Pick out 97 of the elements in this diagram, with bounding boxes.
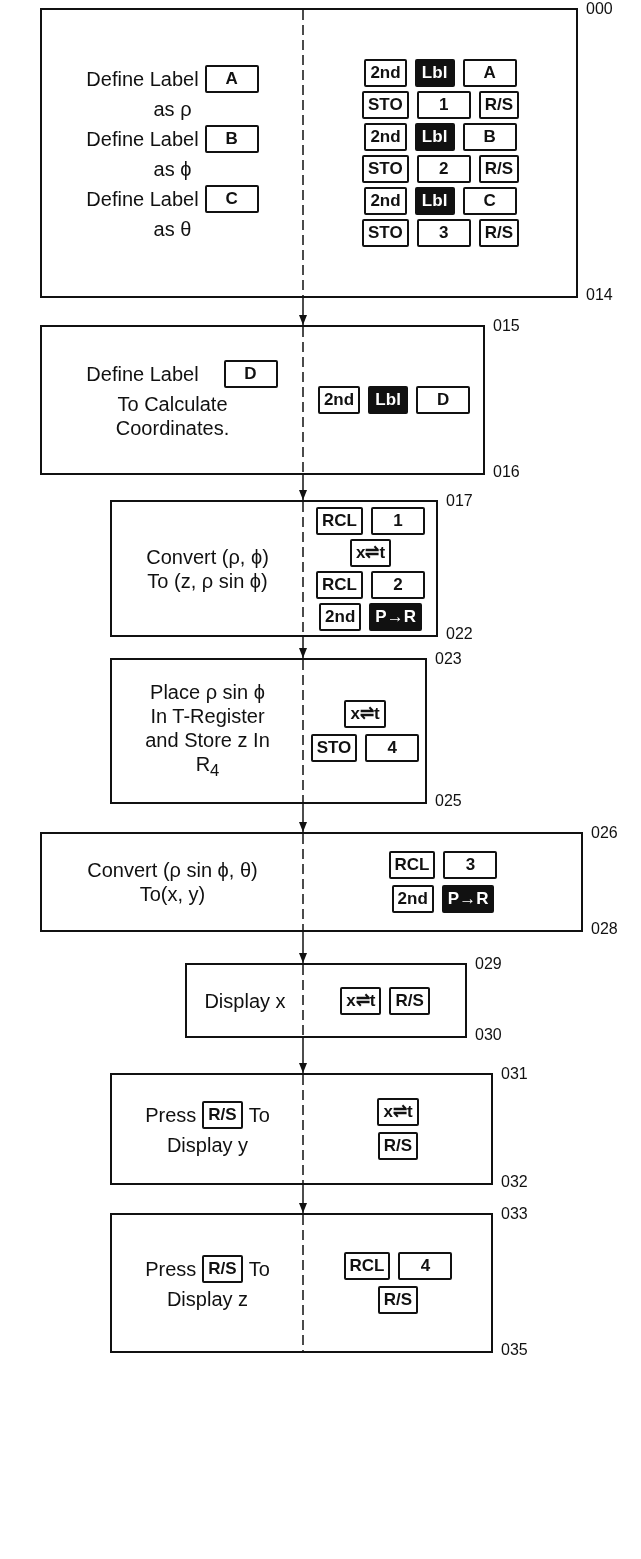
step-description: Display x	[204, 988, 286, 1013]
step-description: Define Label	[86, 67, 199, 91]
step-description: as ρ	[153, 97, 192, 121]
step-number: 025	[435, 792, 462, 810]
calculator-key: RCL	[343, 1252, 391, 1280]
step-number: 000	[586, 0, 613, 18]
calculator-key: C	[462, 187, 517, 215]
calculator-key: 2	[370, 570, 425, 599]
step-number: 016	[493, 463, 520, 481]
calculator-key: x⇌t	[340, 986, 382, 1015]
arrow	[299, 803, 307, 833]
calculator-key: STO	[362, 91, 409, 119]
calculator-key: 2nd	[364, 123, 407, 151]
step-number: 030	[475, 1026, 502, 1044]
step-description: Press	[145, 1257, 197, 1281]
step-number: 033	[501, 1205, 528, 1223]
arrow	[299, 1184, 307, 1214]
calculator-key: Lbl	[414, 187, 455, 215]
process-box	[40, 8, 578, 298]
step-description: To	[248, 1103, 270, 1127]
calculator-key: D	[223, 360, 278, 388]
step-description: Place ρ sin ϕ In T-Register and Store z In R$_{4}$	[144, 679, 271, 782]
calculator-key: 2nd	[364, 59, 407, 87]
arrow	[299, 1037, 307, 1074]
calculator-key: A	[462, 59, 517, 87]
calculator-key: R/S	[377, 1286, 419, 1314]
step-number: 022	[446, 625, 473, 643]
calculator-key: 1	[416, 91, 471, 119]
step-description: Define Label	[86, 127, 199, 151]
calculator-key: 2nd	[364, 187, 407, 215]
calculator-key: R/S	[202, 1255, 243, 1283]
calculator-key: RCL	[388, 851, 436, 879]
calculator-key: R/S	[389, 986, 430, 1015]
calculator-key: 4	[398, 1252, 453, 1280]
calculator-key: 4	[365, 734, 420, 762]
calculator-key: R/S	[478, 219, 519, 247]
calculator-key: STO	[362, 155, 409, 183]
process-box	[110, 1073, 493, 1185]
calculator-key: R/S	[377, 1132, 419, 1160]
step-description: Display y	[166, 1133, 249, 1157]
calculator-key: 2nd	[391, 885, 434, 913]
step-description: Define Label	[86, 187, 199, 211]
arrow	[299, 931, 307, 964]
step-number: 031	[501, 1065, 528, 1083]
calculator-key: P→R	[369, 602, 422, 631]
arrow	[299, 474, 307, 501]
step-description: as ϕ	[153, 157, 192, 181]
calculator-key: R/S	[202, 1101, 243, 1129]
calculator-key: STO	[310, 734, 358, 762]
calculator-key: STO	[362, 219, 409, 247]
calculator-key: D	[416, 386, 471, 414]
calculator-key: x⇌t	[349, 538, 392, 567]
calculator-key: x⇌t	[377, 1098, 419, 1126]
step-description: Define Label	[85, 362, 200, 386]
step-number: 035	[501, 1341, 528, 1359]
calculator-key: 3	[443, 851, 498, 879]
arrow	[299, 297, 307, 326]
process-box	[110, 1213, 493, 1353]
calculator-key: B	[204, 125, 259, 153]
step-description: Press	[145, 1103, 197, 1127]
calculator-key: Lbl	[414, 59, 455, 87]
process-box	[185, 963, 467, 1038]
calculator-key: Lbl	[368, 386, 409, 414]
process-box	[110, 500, 438, 637]
calculator-key: C	[204, 185, 259, 213]
step-description: as θ	[153, 217, 192, 241]
step-number: 017	[446, 492, 473, 510]
calculator-key: P→R	[441, 885, 495, 913]
step-number: 028	[591, 920, 618, 938]
calculator-key: RCL	[316, 570, 363, 599]
arrow	[299, 636, 307, 659]
step-description: To	[248, 1257, 270, 1281]
calculator-key: R/S	[478, 91, 519, 119]
process-box	[40, 832, 583, 932]
step-number: 026	[591, 824, 618, 842]
calculator-key: B	[462, 123, 517, 151]
calculator-key: 1	[370, 506, 425, 535]
process-box	[110, 658, 427, 804]
step-description: Convert (ρ sin ϕ, θ) To(x, y)	[86, 858, 259, 906]
step-description: Display z	[166, 1287, 249, 1311]
step-number: 029	[475, 955, 502, 973]
calculator-key: Lbl	[414, 123, 455, 151]
calculator-key: A	[204, 65, 259, 93]
process-box	[40, 325, 485, 475]
step-number: 032	[501, 1173, 528, 1191]
calculator-key: R/S	[478, 155, 519, 183]
calculator-key: 2nd	[319, 602, 362, 631]
step-number: 014	[586, 286, 613, 304]
calculator-key: x⇌t	[344, 700, 386, 728]
step-description: To Calculate Coordinates.	[114, 392, 231, 440]
calculator-key: 2nd	[317, 386, 361, 414]
calculator-key: RCL	[316, 506, 363, 535]
step-description: Convert (ρ, ϕ) To (z, ρ sin ϕ)	[145, 544, 270, 593]
step-number: 015	[493, 317, 520, 335]
calculator-key: 3	[416, 219, 471, 247]
step-number: 023	[435, 650, 462, 668]
calculator-key: 2	[416, 155, 471, 183]
